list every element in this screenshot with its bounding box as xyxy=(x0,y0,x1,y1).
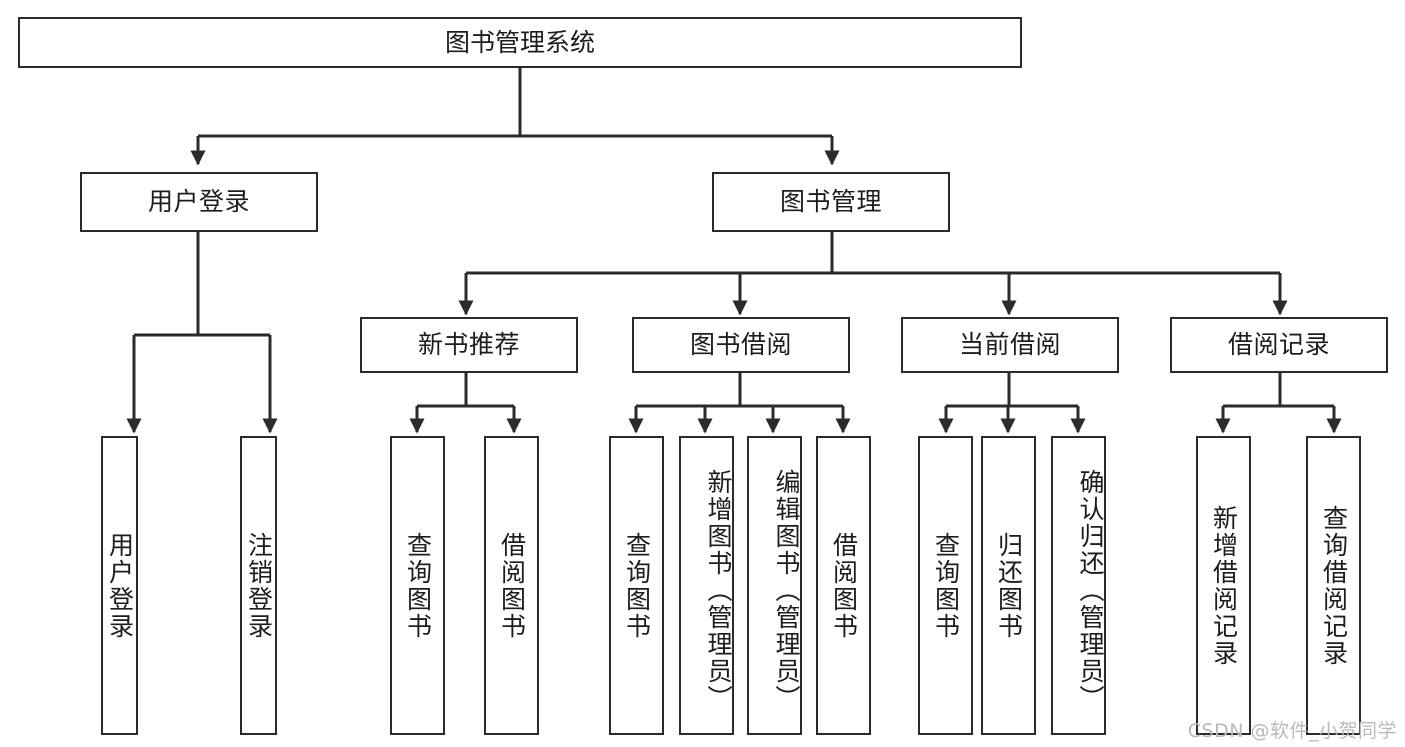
node-leaf-confirm-return-admin[interactable]: 确认归还（管理员） xyxy=(1051,436,1106,735)
node-leaf-edit-book-admin[interactable]: 编辑图书（管理员） xyxy=(747,436,802,735)
node-leaf-add-borrow-record[interactable]: 新增借阅记录 xyxy=(1196,436,1251,735)
node-user-login[interactable]: 用户登录 xyxy=(80,172,318,232)
node-leaf-user-logout-label: 注销登录 xyxy=(244,531,274,640)
node-leaf-query-borrow-record-label: 查询借阅记录 xyxy=(1319,504,1349,667)
node-current-borrow[interactable]: 当前借阅 xyxy=(901,317,1119,373)
node-new-book-recommend[interactable]: 新书推荐 xyxy=(360,317,578,373)
node-leaf-borrow-book-2-label: 借阅图书 xyxy=(829,531,859,640)
node-leaf-edit-book-admin-label: 编辑图书（管理员） xyxy=(772,469,801,712)
node-book-manage[interactable]: 图书管理 xyxy=(712,172,950,232)
node-leaf-borrow-book-2[interactable]: 借阅图书 xyxy=(816,436,871,735)
node-leaf-add-borrow-record-label: 新增借阅记录 xyxy=(1209,504,1239,667)
node-root[interactable]: 图书管理系统 xyxy=(18,17,1022,68)
node-leaf-return-book-label: 归还图书 xyxy=(994,531,1024,640)
node-book-borrow-label: 图书借阅 xyxy=(689,330,792,359)
node-leaf-borrow-book-1-label: 借阅图书 xyxy=(497,531,527,640)
watermark: CSDN @软件_小贺同学 xyxy=(1187,720,1397,742)
node-leaf-add-book-admin-label: 新增图书（管理员） xyxy=(704,469,733,712)
node-leaf-query-book-1-label: 查询图书 xyxy=(403,531,433,640)
node-leaf-user-login[interactable]: 用户登录 xyxy=(101,436,138,735)
node-leaf-return-book[interactable]: 归还图书 xyxy=(981,436,1036,735)
node-leaf-query-book-1[interactable]: 查询图书 xyxy=(390,436,445,735)
node-leaf-query-book-3[interactable]: 查询图书 xyxy=(918,436,973,735)
node-leaf-query-book-2-label: 查询图书 xyxy=(622,531,652,640)
node-leaf-add-book-admin[interactable]: 新增图书（管理员） xyxy=(679,436,734,735)
node-root-label: 图书管理系统 xyxy=(444,27,595,57)
node-leaf-query-book-3-label: 查询图书 xyxy=(931,531,961,640)
node-current-borrow-label: 当前借阅 xyxy=(958,330,1061,359)
node-book-manage-label: 图书管理 xyxy=(779,187,882,216)
node-leaf-borrow-book-1[interactable]: 借阅图书 xyxy=(484,436,539,735)
node-leaf-query-borrow-record[interactable]: 查询借阅记录 xyxy=(1306,436,1361,735)
node-borrow-record-label: 借阅记录 xyxy=(1227,330,1330,359)
node-leaf-confirm-return-admin-label: 确认归还（管理员） xyxy=(1076,469,1105,712)
node-user-login-label: 用户登录 xyxy=(147,187,250,216)
node-leaf-user-logout[interactable]: 注销登录 xyxy=(240,436,277,735)
node-new-book-recommend-label: 新书推荐 xyxy=(417,330,520,359)
node-borrow-record[interactable]: 借阅记录 xyxy=(1170,317,1388,373)
node-book-borrow[interactable]: 图书借阅 xyxy=(632,317,850,373)
node-leaf-user-login-label: 用户登录 xyxy=(105,531,135,640)
node-leaf-query-book-2[interactable]: 查询图书 xyxy=(609,436,664,735)
